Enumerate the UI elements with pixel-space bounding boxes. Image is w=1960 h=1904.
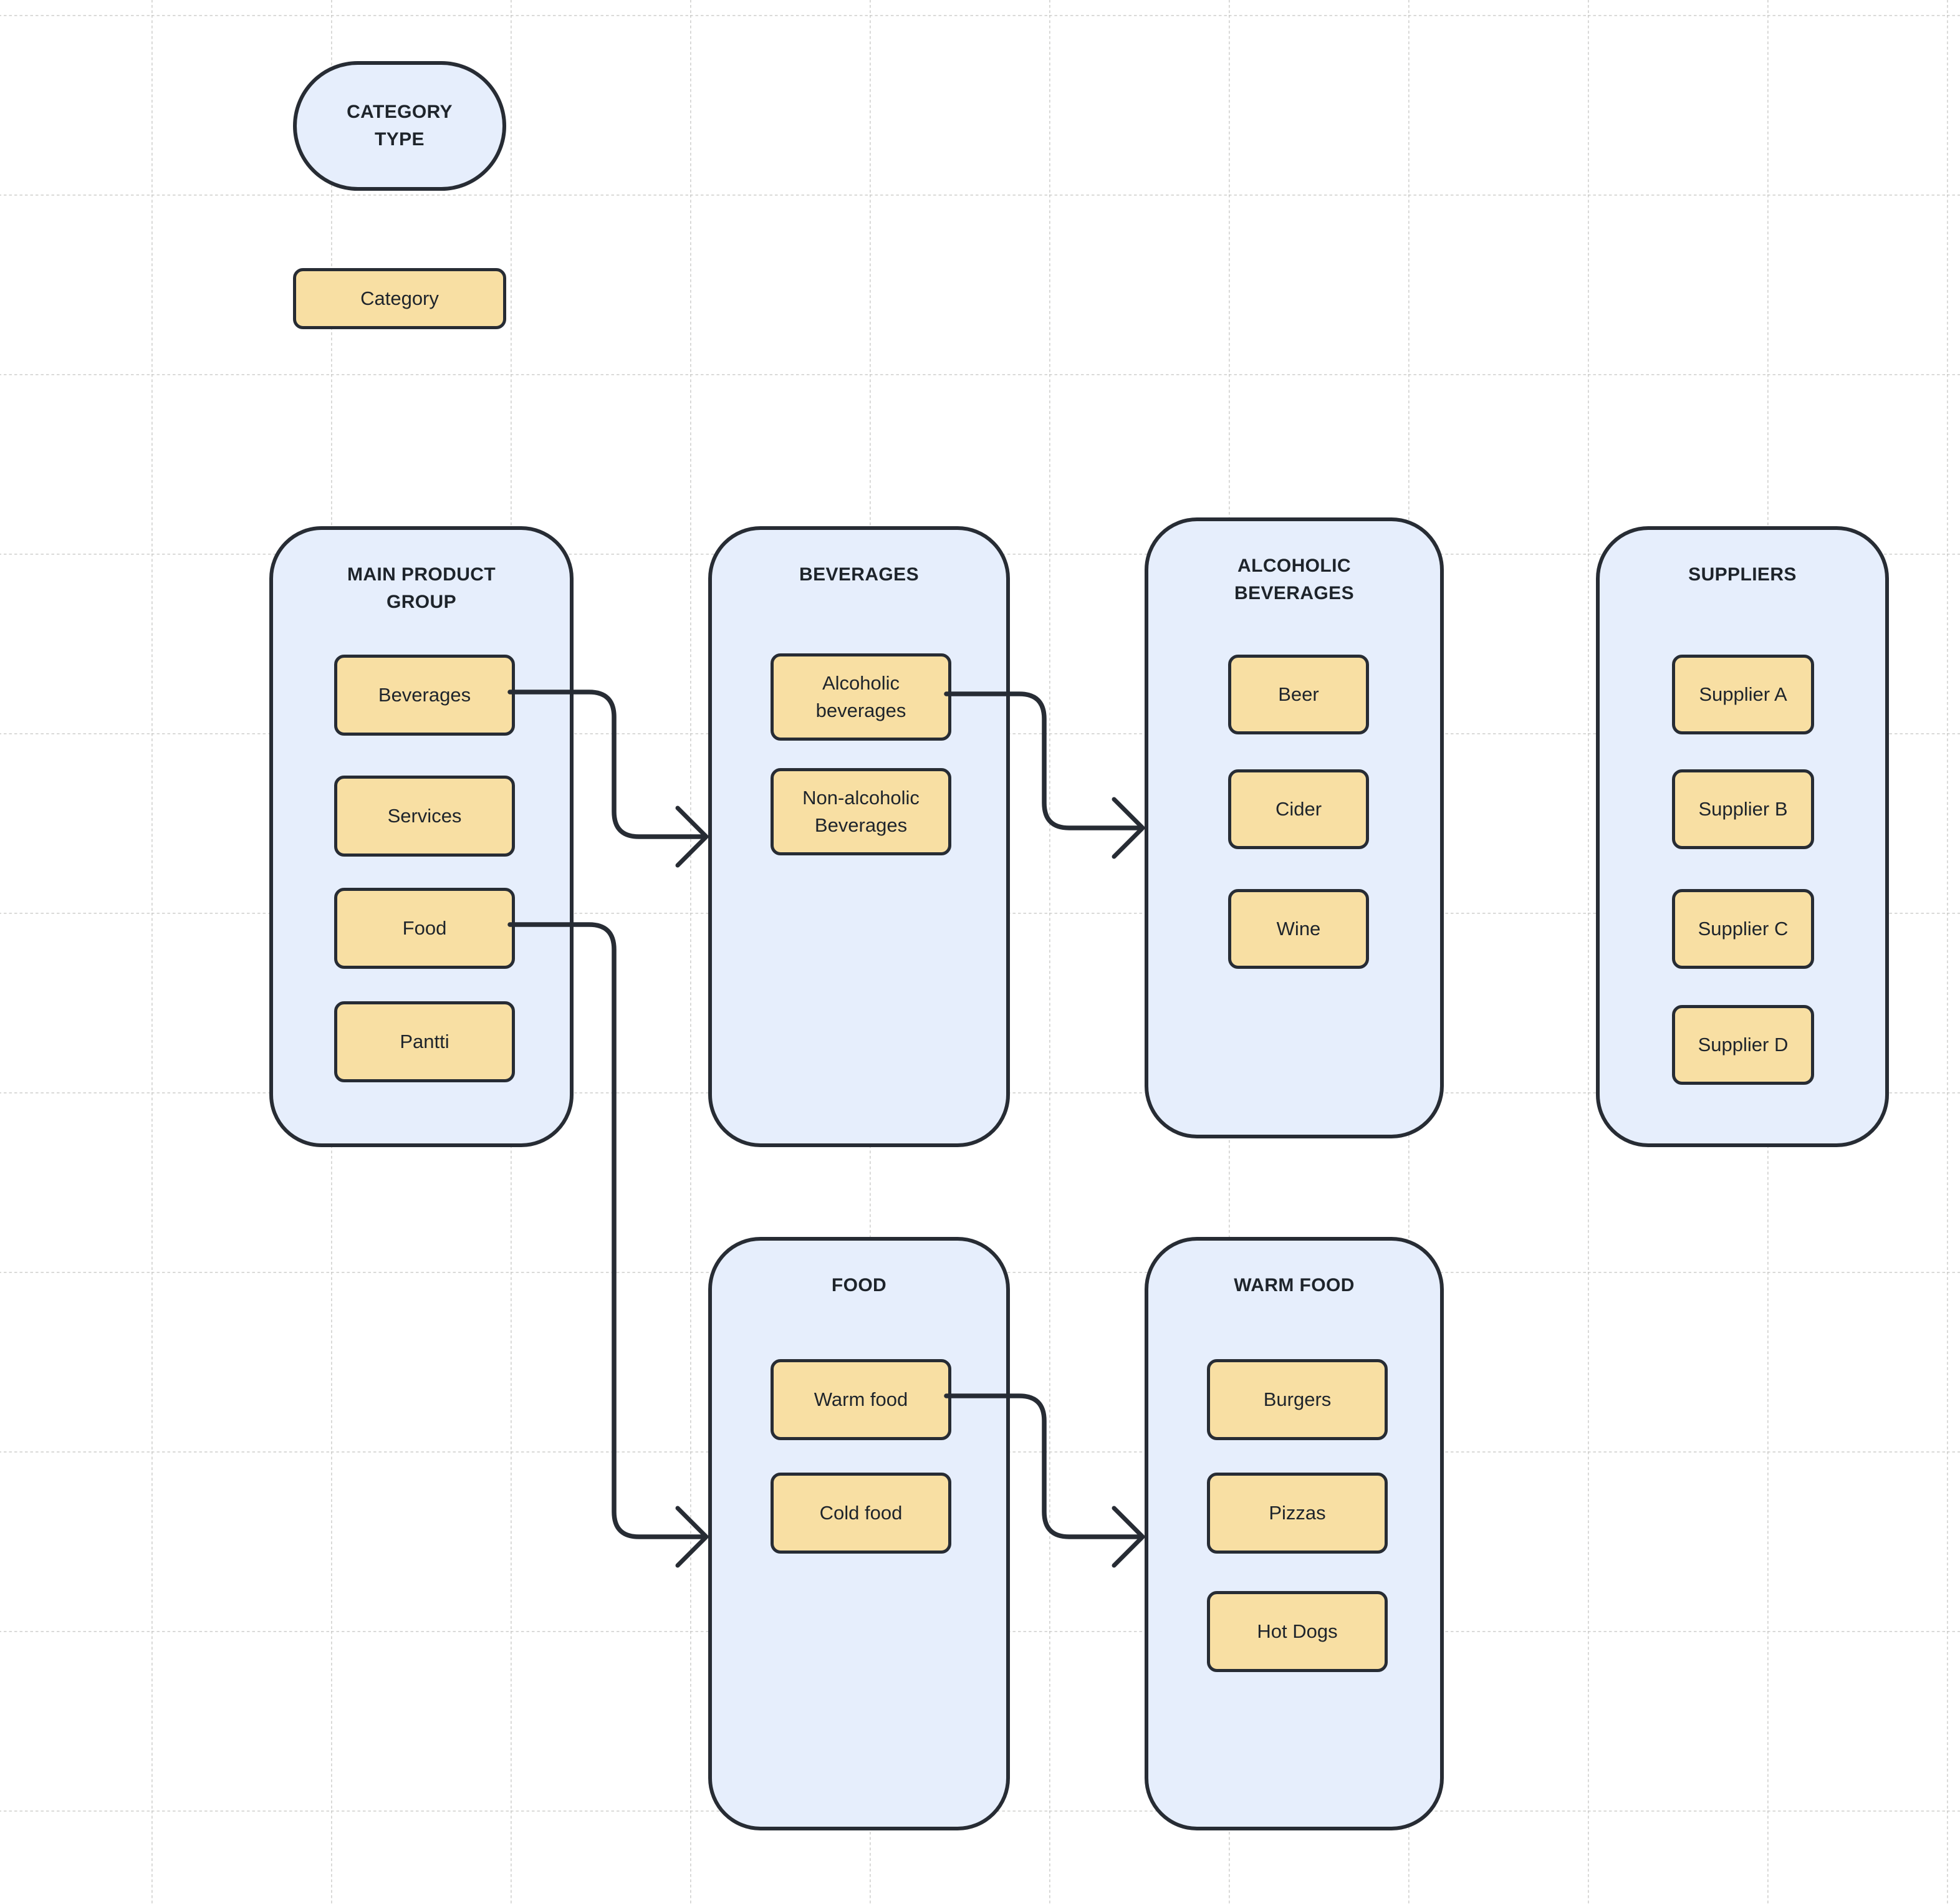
node-supplier-b[interactable]: Supplier B [1672,769,1814,849]
node-hot-dogs[interactable]: Hot Dogs [1207,1591,1388,1672]
connector-alcoholic-to-alcoholic-group[interactable] [944,691,1145,859]
node-supplier-c-label: Supplier C [1698,918,1789,940]
node-burgers-label: Burgers [1263,1388,1332,1410]
node-beverages-label: Beverages [378,684,471,706]
node-beer[interactable]: Beer [1228,655,1369,734]
node-pantti-label: Pantti [400,1031,449,1052]
arrowhead-icon [1112,797,1145,859]
node-non-alcoholic-beverages[interactable]: Non-alcoholic Beverages [771,768,951,855]
arrowhead-icon [675,805,709,868]
container-food-title: FOOD [831,1275,887,1296]
node-burgers[interactable]: Burgers [1207,1359,1388,1440]
connector-food-to-food-group[interactable] [507,922,709,1568]
node-supplier-a-label: Supplier A [1699,683,1787,705]
node-beer-label: Beer [1278,683,1319,705]
node-cider-label: Cider [1275,798,1322,820]
container-main-product-group[interactable]: MAIN PRODUCT GROUP Beverages Services Fo… [269,526,574,1147]
container-beverages-title: BEVERAGES [799,564,919,585]
node-beverages[interactable]: Beverages [334,655,515,736]
legend-category-type-shape[interactable]: CATEGORY TYPE [293,61,506,191]
node-warm-food-label: Warm food [814,1388,908,1410]
node-food[interactable]: Food [334,888,515,969]
node-hot-dogs-label: Hot Dogs [1257,1620,1338,1642]
node-non-alcoholic-beverages-label: Non-alcoholic Beverages [802,787,920,836]
node-pizzas-label: Pizzas [1269,1502,1326,1524]
node-alcoholic-beverages-label: Alcoholic beverages [815,672,906,721]
container-main-product-group-title: MAIN PRODUCT GROUP [347,564,496,612]
arrowhead-icon [675,1506,709,1568]
container-alcoholic-beverages-title: ALCOHOLIC BEVERAGES [1234,555,1354,603]
container-suppliers-title: SUPPLIERS [1688,564,1797,585]
node-cold-food-label: Cold food [819,1502,903,1524]
node-alcoholic-beverages[interactable]: Alcoholic beverages [771,653,951,741]
connector-beverages-to-beverages-group[interactable] [507,690,709,868]
node-supplier-b-label: Supplier B [1698,798,1788,820]
container-warm-food[interactable]: WARM FOOD Burgers Pizzas Hot Dogs [1145,1237,1444,1830]
legend-category-shape[interactable]: Category [293,268,506,329]
connector-warm-food-to-warm-food-group[interactable] [944,1393,1145,1568]
arrowhead-icon [1112,1506,1145,1568]
node-wine[interactable]: Wine [1228,889,1369,969]
container-suppliers[interactable]: SUPPLIERS Supplier A Supplier B Supplier… [1596,526,1889,1147]
node-pantti[interactable]: Pantti [334,1001,515,1082]
node-supplier-a[interactable]: Supplier A [1672,655,1814,734]
container-warm-food-title: WARM FOOD [1234,1275,1355,1296]
legend-category-type-label: CATEGORY TYPE [347,102,453,150]
node-services[interactable]: Services [334,776,515,857]
node-supplier-c[interactable]: Supplier C [1672,889,1814,969]
node-cold-food[interactable]: Cold food [771,1473,951,1554]
node-cider[interactable]: Cider [1228,769,1369,849]
node-warm-food[interactable]: Warm food [771,1359,951,1440]
node-supplier-d[interactable]: Supplier D [1672,1005,1814,1085]
legend-category-label: Category [360,287,439,309]
node-supplier-d-label: Supplier D [1698,1034,1789,1055]
container-beverages[interactable]: BEVERAGES Alcoholic beverages Non-alcoho… [708,526,1010,1147]
node-pizzas[interactable]: Pizzas [1207,1473,1388,1554]
container-food[interactable]: FOOD Warm food Cold food [708,1237,1010,1830]
container-alcoholic-beverages[interactable]: ALCOHOLIC BEVERAGES Beer Cider Wine [1145,517,1444,1138]
node-services-label: Services [387,805,462,827]
node-food-label: Food [402,917,447,939]
node-wine-label: Wine [1276,918,1321,940]
